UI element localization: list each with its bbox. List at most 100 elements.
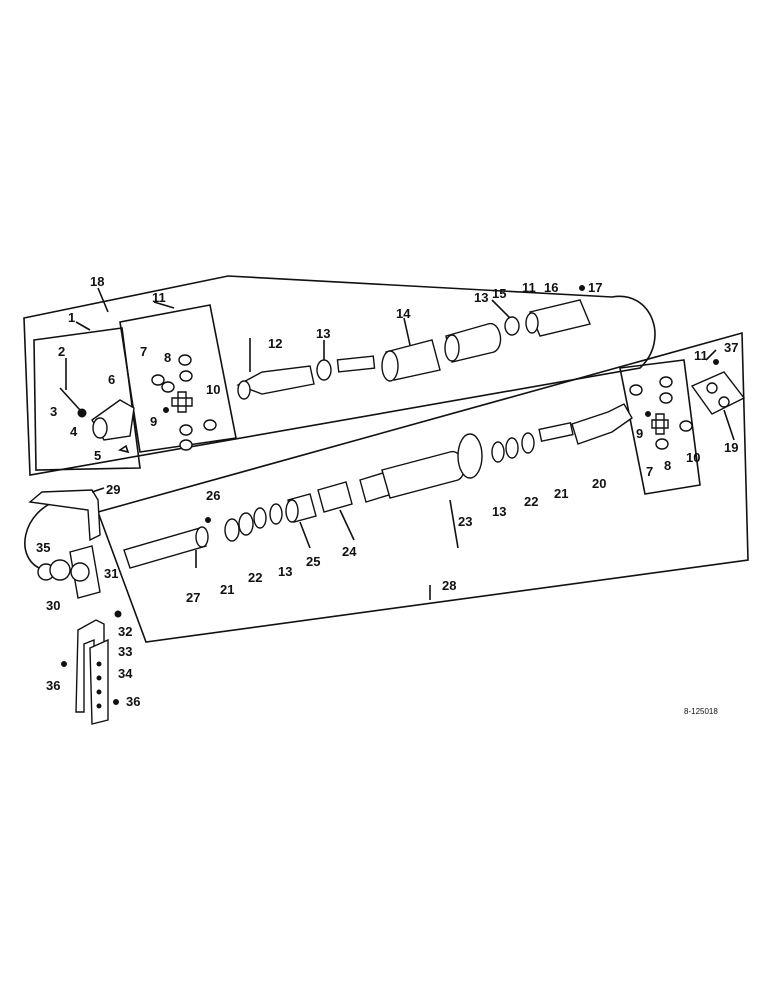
callout-26: 26	[206, 488, 220, 503]
callout-21: 21	[554, 486, 568, 501]
shield-icon	[28, 489, 101, 542]
cross-icon	[651, 413, 669, 435]
callout-34: 34	[118, 666, 133, 681]
callout-35: 35	[36, 540, 50, 555]
key-icon	[538, 421, 574, 443]
bearing-cup-icon	[679, 420, 693, 432]
washer-icon	[238, 512, 254, 536]
bearing-cup-icon	[629, 384, 643, 396]
drawing-code: 8-125018	[684, 707, 718, 716]
callout-13: 13	[492, 504, 506, 519]
callout-1: 1	[68, 310, 75, 325]
key-icon	[336, 355, 376, 373]
bolt-icon	[113, 699, 119, 705]
ujoint-kit-box-right	[619, 359, 701, 495]
splined-shaft-icon	[123, 527, 207, 569]
callout-12: 12	[268, 336, 282, 351]
bushing-icon	[317, 481, 353, 513]
callout-13: 13	[474, 290, 488, 305]
callout-9: 9	[150, 414, 157, 429]
lower-frame-wrap	[24, 499, 61, 571]
shield-tube-icon	[381, 451, 465, 499]
callout-17: 17	[588, 280, 602, 295]
callout-11: 11	[152, 290, 166, 305]
washer-icon	[269, 503, 283, 525]
callout-32: 32	[118, 624, 132, 639]
splined-shaft-end	[195, 526, 209, 548]
callout-8: 8	[164, 350, 171, 365]
cross-icon	[171, 391, 193, 413]
bearing-cup-icon	[655, 438, 669, 450]
bearing-cup-icon	[659, 376, 673, 388]
snap-ring-icon	[316, 359, 332, 381]
bracket-hole	[96, 675, 102, 681]
callout-3: 3	[50, 404, 57, 419]
callout-13: 13	[278, 564, 292, 579]
callout-29: 29	[106, 482, 120, 497]
bearing-cup-icon	[178, 354, 192, 366]
callout-14: 14	[396, 306, 411, 321]
callout-13: 13	[316, 326, 330, 341]
callout-20: 20	[592, 476, 606, 491]
shield-tube-icon	[445, 323, 502, 363]
bearing-cup-icon	[161, 381, 175, 393]
callout-37: 37	[724, 340, 738, 355]
yoke-subassembly-box	[33, 327, 141, 471]
callout-22: 22	[248, 570, 262, 585]
ring-icon	[521, 432, 535, 454]
yoke-bore	[92, 417, 108, 439]
flange-hole	[718, 396, 730, 408]
flange-housing-bore	[70, 562, 90, 582]
callout-31: 31	[104, 566, 118, 581]
callout-18: 18	[90, 274, 104, 289]
callout-10: 10	[686, 450, 700, 465]
callout-6: 6	[108, 372, 115, 387]
callout-19: 19	[724, 440, 738, 455]
ujoint-kit-box-left	[119, 304, 237, 453]
callout-22: 22	[524, 494, 538, 509]
leader-lines	[65, 287, 735, 600]
callout-36: 36	[46, 678, 60, 693]
lower-assembly-frame	[96, 331, 749, 643]
callout-8: 8	[664, 458, 671, 473]
snap-ring-icon	[491, 441, 505, 463]
tube-yoke-icon	[571, 403, 633, 445]
callout-9: 9	[636, 426, 643, 441]
snap-ring-icon	[253, 507, 267, 529]
shield-tube-end	[444, 334, 460, 362]
nut-icon	[77, 408, 87, 418]
callout-30: 30	[46, 598, 60, 613]
bearing-cup-icon	[659, 392, 673, 404]
bracket-icon	[89, 638, 109, 725]
callout-27: 27	[186, 590, 200, 605]
callout-21: 21	[220, 582, 234, 597]
ujoint-yoke-bore	[525, 312, 539, 334]
bearing-icon	[49, 559, 71, 581]
bracket-hole	[96, 703, 102, 709]
ujoint-yoke-icon	[529, 299, 591, 337]
flange-hole	[706, 382, 718, 394]
callout-5: 5	[94, 448, 101, 463]
bearing-cup-icon	[179, 424, 193, 436]
callout-16: 16	[544, 280, 558, 295]
callout-24: 24	[342, 544, 357, 559]
callout-11: 11	[522, 280, 536, 295]
callouts: 18 11 1 2 6 3 4 5 7 8 10 9 12 13 14 13 1…	[36, 274, 738, 709]
callout-33: 33	[118, 644, 132, 659]
shaft-yoke-bore	[237, 380, 251, 400]
shield-cone-end	[381, 350, 399, 382]
callout-11: 11	[694, 348, 708, 363]
pin-icon	[59, 387, 81, 411]
bearing-cup-icon	[179, 439, 193, 451]
bracket-hole	[96, 661, 102, 667]
shield-flare-icon	[457, 433, 483, 479]
callout-2: 2	[58, 344, 65, 359]
callout-28: 28	[442, 578, 456, 593]
bolt-icon	[114, 610, 122, 618]
clip-icon	[118, 444, 130, 454]
bolt-icon	[61, 661, 67, 667]
grease-fitting-icon	[163, 407, 169, 413]
callout-36: 36	[126, 694, 140, 709]
ring-icon	[224, 518, 240, 542]
